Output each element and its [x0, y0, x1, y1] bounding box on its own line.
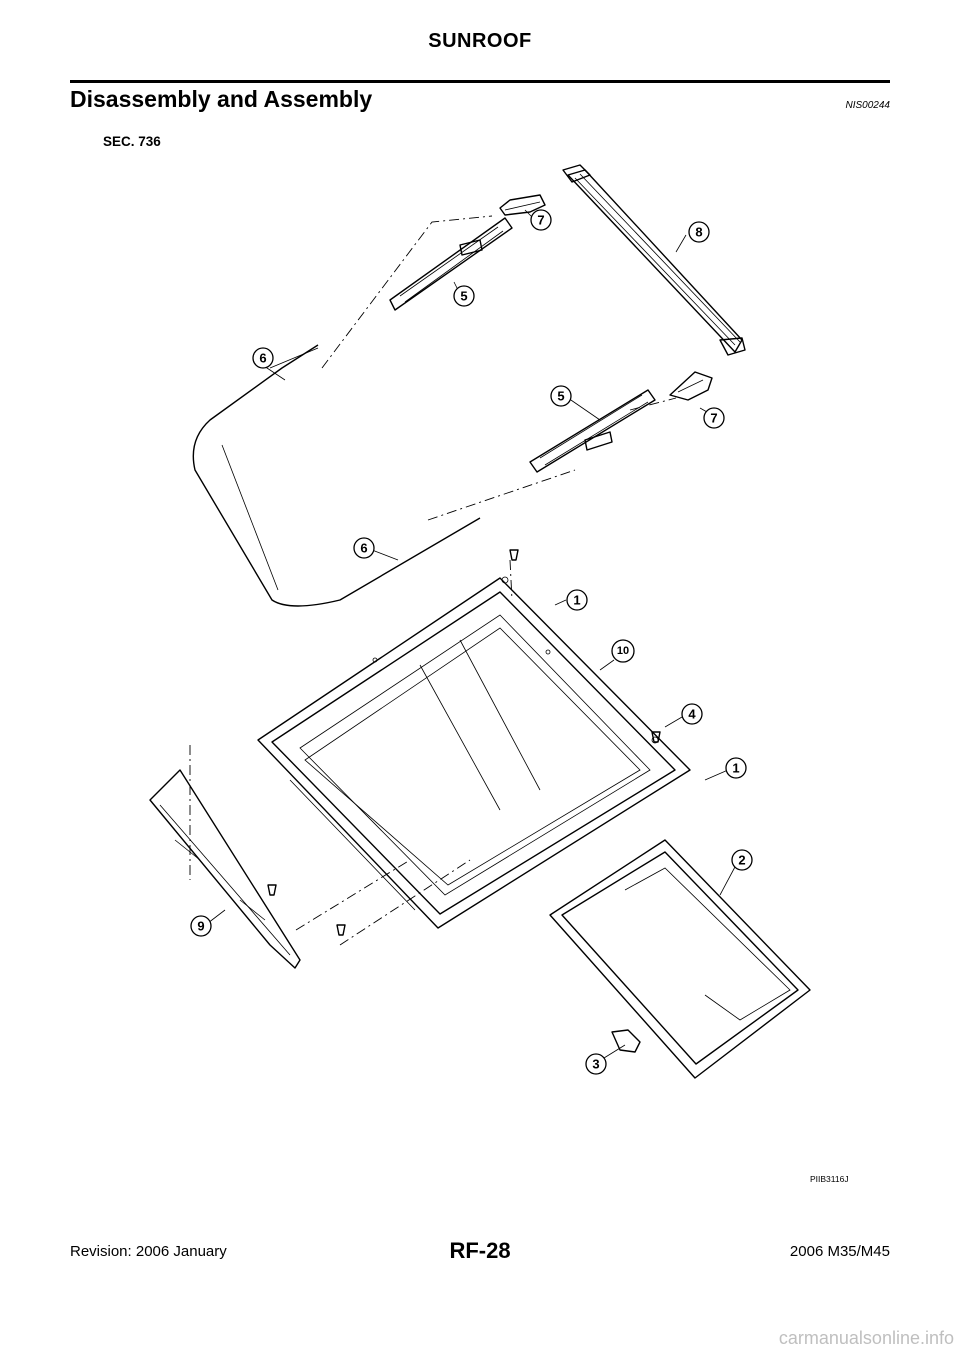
svg-text:6: 6	[259, 351, 266, 366]
link-bracket-upper	[499, 194, 546, 216]
svg-text:10: 10	[617, 645, 629, 657]
guide-rail-lower	[529, 389, 656, 473]
callout-7-upper: 7	[530, 209, 552, 231]
callout-7-lower: 7	[703, 407, 725, 429]
screw-fasteners	[267, 549, 661, 936]
svg-text:8: 8	[695, 225, 702, 240]
watermark: carmanualsonline.info	[778, 1328, 954, 1348]
link-bracket-lower	[669, 371, 713, 401]
callout-6-lower: 6	[353, 537, 375, 559]
callout-8: 8	[688, 221, 710, 243]
callout-1-lower: 1	[725, 757, 747, 779]
footer-page-number: RF-28	[449, 1238, 511, 1263]
callout-3: 3	[585, 1053, 607, 1075]
header-rule	[70, 80, 890, 83]
wind-deflector-part	[149, 769, 301, 969]
alignment-lines	[189, 215, 677, 946]
callout-1-upper: 1	[566, 589, 588, 611]
svg-text:7: 7	[710, 411, 717, 426]
footer-model: 2006 M35/M45	[789, 1243, 890, 1260]
guide-rail-upper	[389, 217, 513, 311]
callout-5-upper: 5	[453, 285, 475, 307]
drain-trough-part	[562, 164, 746, 356]
svg-text:4: 4	[688, 707, 696, 722]
page-header-title: SUNROOF	[428, 30, 532, 52]
section-title: Disassembly and Assembly	[70, 86, 373, 112]
svg-text:2: 2	[738, 853, 745, 868]
callout-2: 2	[731, 849, 753, 871]
drive-cable-part	[192, 344, 481, 607]
clip-part	[611, 1029, 641, 1053]
footer-revision: Revision: 2006 January	[70, 1243, 227, 1260]
glass-lid-part	[549, 839, 811, 1079]
figure-id: PIIB3116J	[810, 1174, 849, 1184]
callout-5-lower: 5	[550, 385, 572, 407]
callout-10: 10	[611, 639, 635, 663]
sec-label: SEC. 736	[103, 134, 161, 149]
sunroof-frame-part	[257, 576, 691, 929]
callout-4: 4	[681, 703, 703, 725]
svg-text:1: 1	[732, 761, 739, 776]
callout-6-upper: 6	[252, 347, 274, 369]
svg-text:1: 1	[573, 593, 580, 608]
svg-text:5: 5	[557, 389, 564, 404]
callout-9: 9	[190, 915, 212, 937]
svg-text:7: 7	[537, 213, 544, 228]
svg-text:6: 6	[360, 541, 367, 556]
svg-text:3: 3	[592, 1057, 599, 1072]
svg-text:5: 5	[460, 289, 467, 304]
svg-text:9: 9	[197, 919, 204, 934]
section-code: NIS00244	[845, 100, 890, 111]
